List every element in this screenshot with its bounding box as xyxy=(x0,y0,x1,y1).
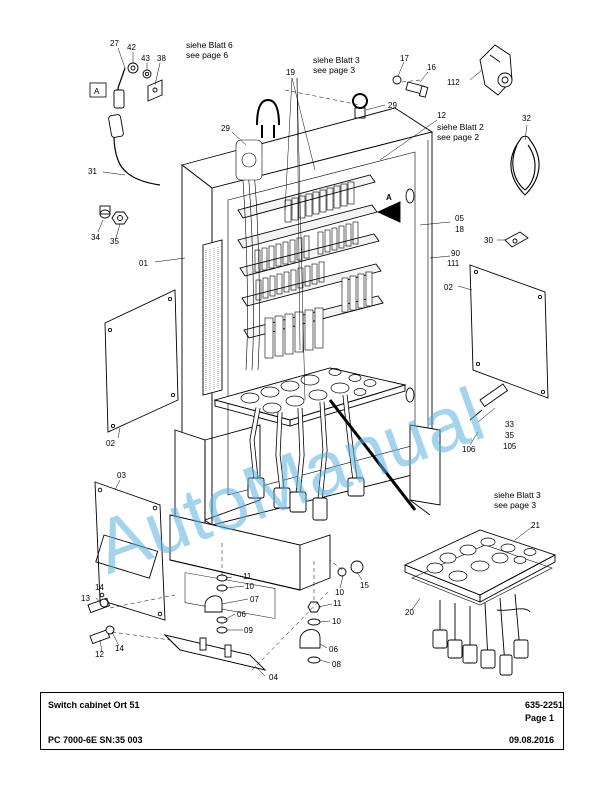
label-02-left: 02 xyxy=(106,439,115,448)
label-06-left: 06 xyxy=(237,610,246,619)
label-17: 17 xyxy=(400,54,409,63)
cover-plate-02-left xyxy=(104,289,179,433)
label-112: 112 xyxy=(447,78,460,87)
label-34: 34 xyxy=(91,233,100,242)
lock-112 xyxy=(479,44,513,96)
note-see-page-6-en: see page 6 xyxy=(186,50,228,60)
section-line xyxy=(328,399,417,511)
cable-lug-30 xyxy=(504,231,529,248)
note-see-page-2-en: see page 2 xyxy=(437,132,479,142)
label-29-left: 29 xyxy=(221,124,230,133)
bottom-hardware-right xyxy=(299,601,321,664)
label-02-right: 02 xyxy=(444,283,453,292)
note-see-page-3-en: see page 3 xyxy=(313,65,355,75)
note-see-page-6-de: siehe Blatt 6 xyxy=(186,40,233,50)
view-a-box xyxy=(89,82,107,98)
gland-plate xyxy=(213,367,407,427)
view-arrow-a xyxy=(376,201,401,223)
wire-loop-32 xyxy=(510,135,540,196)
gland-33-35-105 xyxy=(469,383,509,421)
side-plate-03 xyxy=(94,481,166,621)
label-18: 18 xyxy=(455,225,464,234)
label-05: 05 xyxy=(455,214,464,223)
label-15: 15 xyxy=(360,581,369,590)
cable-31 xyxy=(108,67,161,186)
label-27: 27 xyxy=(110,39,119,48)
label-06-right: 06 xyxy=(329,645,338,654)
label-03: 03 xyxy=(117,471,126,480)
label-16: 16 xyxy=(427,63,436,72)
label-14-bottom: 14 xyxy=(115,644,124,653)
label-07: 07 xyxy=(250,595,259,604)
label-13: 13 xyxy=(81,594,90,603)
label-21: 21 xyxy=(531,521,540,530)
bolt-16-17 xyxy=(392,75,429,98)
label-43: 43 xyxy=(141,54,150,63)
leader-lines xyxy=(95,47,534,677)
label-29-right: 29 xyxy=(388,101,397,110)
label-30: 30 xyxy=(484,236,493,245)
drawing-title: Switch cabinet Ort 51 xyxy=(48,700,140,710)
label-105: 105 xyxy=(503,442,517,451)
item-labels: 27 42 43 38 A siehe Blatt 6 see page 6 s… xyxy=(81,39,541,682)
label-04: 04 xyxy=(269,673,278,682)
cable-bundle xyxy=(235,139,263,371)
label-10-left: 10 xyxy=(245,582,254,591)
gland-plate-detail xyxy=(403,529,557,676)
terminal-blocks xyxy=(254,181,373,359)
bottom-hardware-left xyxy=(87,560,364,671)
cable-connectors xyxy=(247,394,365,521)
title-block: Switch cabinet Ort 51 635-2251 Page 1 PC… xyxy=(40,692,564,750)
document-number: 635-2251 xyxy=(525,700,564,710)
label-12-top: 12 xyxy=(437,111,446,120)
cable-duct xyxy=(202,239,223,396)
label-box-a: A xyxy=(94,87,100,96)
assembly-dashed-lines xyxy=(109,79,421,671)
cover-plate-02-right xyxy=(469,264,549,399)
label-09: 09 xyxy=(244,626,253,635)
washers-42-43-38 xyxy=(127,62,163,102)
cabinet-stand xyxy=(169,424,441,619)
label-38: 38 xyxy=(157,54,166,63)
page-number: Page 1 xyxy=(525,713,555,723)
label-20: 20 xyxy=(405,608,414,617)
label-12-bottom: 12 xyxy=(95,650,104,659)
label-11-left: 11 xyxy=(243,572,252,581)
label-01: 01 xyxy=(139,259,148,268)
note-see-page-2-de: siehe Blatt 2 xyxy=(437,122,484,132)
label-90: 90 xyxy=(451,249,460,258)
drawing-date: 09.08.2016 xyxy=(509,735,555,745)
label-31: 31 xyxy=(88,167,97,176)
label-35-top: 35 xyxy=(110,237,119,246)
nuts-34-35 xyxy=(99,205,129,225)
label-42: 42 xyxy=(127,43,136,52)
note-see-page-3b-de: siehe Blatt 3 xyxy=(494,490,541,500)
note-see-page-3-de: siehe Blatt 3 xyxy=(313,55,360,65)
machine-serial: PC 7000-6E SN:35 003 xyxy=(48,735,143,745)
label-33: 33 xyxy=(505,420,514,429)
label-106: 106 xyxy=(462,445,476,454)
label-32: 32 xyxy=(522,114,531,123)
label-19: 19 xyxy=(286,68,295,77)
label-35-right: 35 xyxy=(505,431,514,440)
label-111: 111 xyxy=(447,259,460,268)
note-see-page-3b-en: see page 3 xyxy=(494,500,536,510)
label-10-right: 10 xyxy=(332,617,341,626)
label-14-top: 14 xyxy=(95,583,104,592)
label-08: 08 xyxy=(332,660,341,669)
label-10-mid: 10 xyxy=(335,588,344,597)
label-arrow-a: A xyxy=(386,193,392,202)
lifting-eye-29 xyxy=(256,93,368,138)
label-11-right: 11 xyxy=(333,599,342,608)
